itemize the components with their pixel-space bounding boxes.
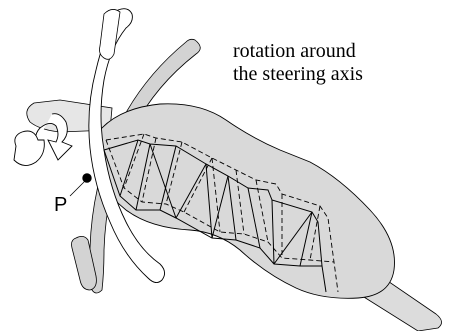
front-upper-grip — [100, 9, 121, 59]
filled-dot-icon — [83, 174, 91, 182]
point-label: P — [54, 194, 67, 216]
annotation-caption: rotation around the steering axis — [233, 40, 363, 86]
annotation-line-2: the steering axis — [233, 63, 363, 86]
annotation-line-1: rotation around — [233, 40, 363, 63]
point-leader-line — [70, 180, 86, 196]
